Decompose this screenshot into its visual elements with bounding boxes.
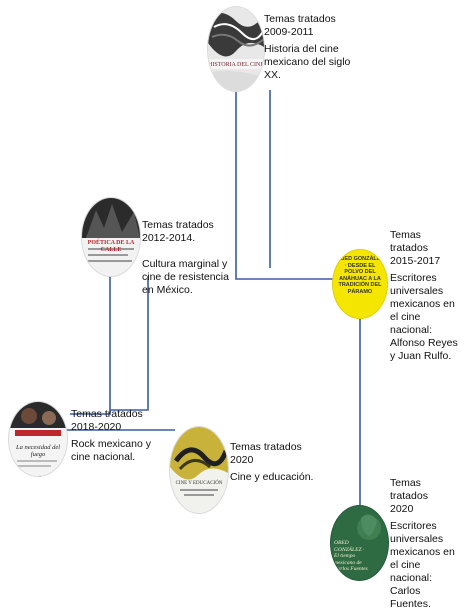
cover-image (208, 7, 264, 91)
node-heading: Temas tratados (71, 408, 143, 420)
connector-2012-to-2018b (110, 276, 149, 411)
node-years: 2015-2017 (390, 255, 441, 267)
cover-title: CINE Y EDUCACIÓN (175, 481, 223, 486)
node-label: Temas tratados 2009-2011 Historia del ci… (264, 13, 364, 82)
node-topic: Escritores universales mexicanos en el c… (390, 520, 455, 610)
cover-title: POÉTICA DE LA CALLE (87, 240, 135, 253)
connector-2012-to-2018 (70, 276, 111, 415)
cover-image (331, 506, 388, 580)
node-years: 2020 (230, 454, 254, 466)
book-cover-necesidad-fuego: La necesidad del fuego (8, 401, 68, 477)
node-label: Temas tratados 2020 Escritores universal… (390, 477, 460, 611)
node-years: 2020 (390, 503, 414, 515)
node-topic: Historia del cine mexicano del siglo XX. (264, 43, 351, 81)
node-heading: Temas tratados (390, 477, 428, 502)
node-label: Temas tratados 2015-2017 Escritores univ… (390, 229, 460, 363)
node-topic: Cultura marginal y cine de resistencia e… (142, 258, 229, 296)
book-cover-polvo-anahuac: OBED GONZÁLEZ · DESDE EL POLVO DEL ANÁHU… (332, 249, 388, 319)
node-topic: Cine y educación. (230, 471, 314, 483)
node-heading: Temas tratados (390, 229, 428, 254)
node-heading: Temas tratados (264, 13, 336, 25)
cover-image (82, 198, 140, 276)
node-topic: Escritores universales mexicanos en el c… (390, 272, 458, 362)
node-years: 2012-2014. (142, 232, 196, 244)
book-cover-historia-cine: HISTORIA DEL CINE (207, 6, 265, 92)
connector-2009-to-2015 (235, 92, 334, 280)
cover-title: OBED GONZÁLEZ · El tiempo mexicano de Ca… (334, 540, 368, 572)
node-heading: Temas tratados (142, 219, 214, 231)
node-heading: Temas tratados (230, 441, 302, 453)
cover-image (170, 427, 228, 513)
node-topic: Rock mexicano y cine nacional. (71, 438, 151, 463)
cover-title: HISTORIA DEL CINE (208, 62, 264, 68)
cover-title: La necesidad del fuego (15, 444, 61, 458)
book-cover-cine-educacion: CINE Y EDUCACIÓN (169, 426, 229, 514)
node-label: Temas tratados 2020 Cine y educación. (230, 441, 330, 484)
node-label: Temas tratados 2018-2020 Rock mexicano y… (71, 408, 181, 464)
cover-title: OBED GONZÁLEZ · DESDE EL POLVO DEL ANÁHU… (336, 256, 384, 295)
book-cover-poetica-calle: POÉTICA DE LA CALLE (81, 197, 141, 277)
node-years: 2009-2011 (264, 26, 314, 38)
node-label: Temas tratados 2012-2014. Cultura margin… (142, 219, 252, 297)
book-cover-tiempo-mexicano: OBED GONZÁLEZ · El tiempo mexicano de Ca… (330, 505, 389, 581)
node-years: 2018-2020 (71, 421, 122, 433)
cover-image (9, 402, 67, 476)
